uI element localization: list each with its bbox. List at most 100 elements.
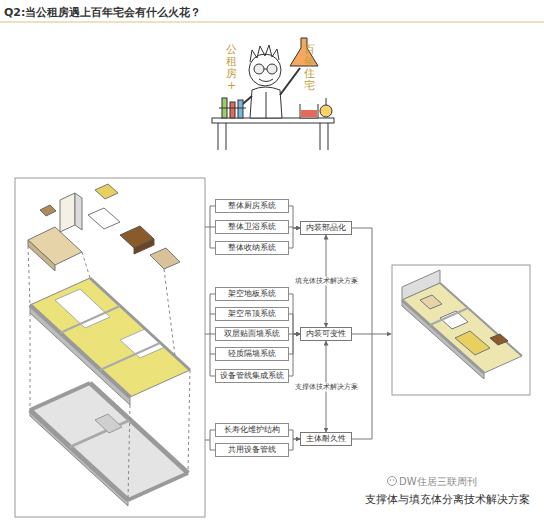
panel-link-lines [205, 227, 210, 228]
connector [289, 294, 300, 334]
system-box: 长寿化维护结构 [215, 423, 289, 437]
panel-link-lines [352, 334, 372, 335]
exploded-axonometric [75, 193, 82, 230]
watermark-icon [393, 479, 395, 481]
exploded-axonometric [88, 208, 120, 229]
assembled-panel [392, 265, 530, 395]
exploded-axonometric [95, 414, 122, 433]
panel-link-lines [205, 440, 210, 441]
exploded-axonometric [150, 248, 180, 269]
scientist-cartoon [267, 64, 277, 74]
exploded-axonometric [28, 184, 190, 506]
box-label: 架空地板系统 [228, 289, 276, 298]
exploded-axonometric [90, 278, 190, 370]
scientist-cartoon [300, 104, 318, 118]
box-label: 整体收纳系统 [228, 243, 276, 252]
exploded-axonometric [90, 383, 188, 473]
panel-link-lines [352, 228, 372, 229]
exploded-axonometric [82, 252, 90, 278]
exploded-axonometric [40, 205, 56, 216]
box-label: 共用设备管线 [228, 445, 276, 454]
exploded-panel [15, 178, 205, 517]
box-label: 双层贴面墙系统 [224, 329, 280, 338]
assembled-axonometric [490, 334, 508, 345]
exploded-axonometric [30, 383, 188, 500]
vertical-heading: 公租房+ [226, 44, 237, 92]
edge-label: 支撑体技术解决方案 [293, 382, 360, 391]
figure-caption: 支撑体与填充体分离技术解决方案 [365, 492, 530, 507]
panel-link-lines [210, 430, 211, 450]
scientist-cartoon [320, 123, 321, 150]
system-box: 双层贴面墙系统 [215, 327, 289, 341]
exploded-axonometric [128, 473, 188, 500]
box-label: 长寿化维护结构 [224, 425, 280, 434]
exploded-axonometric [95, 184, 118, 199]
exploded-axonometric [28, 246, 30, 305]
panel-link-lines [205, 206, 391, 450]
result-box: 主体耐久性 [300, 432, 352, 446]
exploded-axonometric [30, 410, 128, 500]
scientist-cartoon [326, 98, 327, 105]
scientist-cartoon [226, 123, 227, 150]
scientist-cartoon [218, 123, 219, 150]
box-label: 整体厨房系统 [228, 201, 276, 210]
vertical-heading: 百年住宅 [304, 44, 315, 92]
exploded-axonometric [100, 343, 160, 370]
assembled-axonometric [455, 331, 490, 355]
assembled-axonometric [402, 283, 522, 373]
system-box: 整体厨房系统 [215, 199, 289, 213]
result-box: 内装可变性 [300, 327, 352, 341]
watermark-icon [388, 477, 397, 486]
exploded-axonometric [134, 239, 154, 254]
box-label: 整体卫浴系统 [228, 222, 276, 231]
scientist-cartoon [280, 68, 300, 95]
system-box: 共用设备管线 [215, 443, 289, 457]
scientist-cartoon [259, 79, 273, 82]
exploded-axonometric [30, 383, 90, 410]
connector [289, 314, 300, 334]
watermark-icon [388, 477, 397, 486]
connector [289, 228, 300, 248]
system-box: 整体卫浴系统 [215, 220, 289, 234]
panel-link-lines [372, 334, 391, 335]
result-box: 内装部品化 [300, 221, 352, 235]
box-label: 内装可变性 [306, 329, 346, 338]
connector [289, 206, 300, 228]
assembled-axonometric [402, 270, 522, 379]
exploded-axonometric [30, 313, 31, 410]
scientist-cartoon [250, 45, 279, 62]
scientist-cartoon [328, 123, 329, 150]
panel-link-lines [210, 294, 211, 376]
system-box: 架空吊顶系统 [215, 307, 289, 321]
connector [289, 334, 300, 376]
exploded-axonometric [30, 305, 130, 397]
scientist-cartoon [219, 108, 246, 109]
box-label: 架空吊顶系统 [228, 309, 276, 318]
page-title: Q2:当公租房遇上百年宅会有什么火花？ [4, 5, 201, 20]
assembled-axonometric [440, 283, 522, 356]
connector [289, 334, 300, 354]
title-rule [0, 22, 544, 23]
exploded-axonometric [28, 246, 190, 500]
panel-link-lines [205, 334, 210, 335]
exploded-axonometric [28, 227, 82, 265]
scientist-cartoon [238, 100, 243, 118]
scientist-cartoon [230, 102, 235, 118]
assembled-axonometric [430, 308, 468, 325]
scientist-cartoon [212, 118, 334, 123]
connector [289, 439, 300, 450]
box-label: 轻质隔墙系统 [228, 349, 276, 358]
system-box: 设备管线集成系统 [215, 369, 289, 383]
box-label: 内装部品化 [306, 223, 346, 232]
scientist-cartoon [212, 38, 334, 150]
system-box: 整体收纳系统 [215, 241, 289, 255]
exploded-axonometric [164, 269, 175, 356]
connector [289, 430, 300, 439]
scientist-cartoon [301, 110, 317, 117]
watermark-icon [390, 479, 392, 481]
scientist-cartoon [254, 64, 264, 74]
exploded-axonometric [30, 278, 190, 397]
scientist-cartoon [264, 69, 267, 70]
exploded-axonometric [128, 405, 130, 500]
